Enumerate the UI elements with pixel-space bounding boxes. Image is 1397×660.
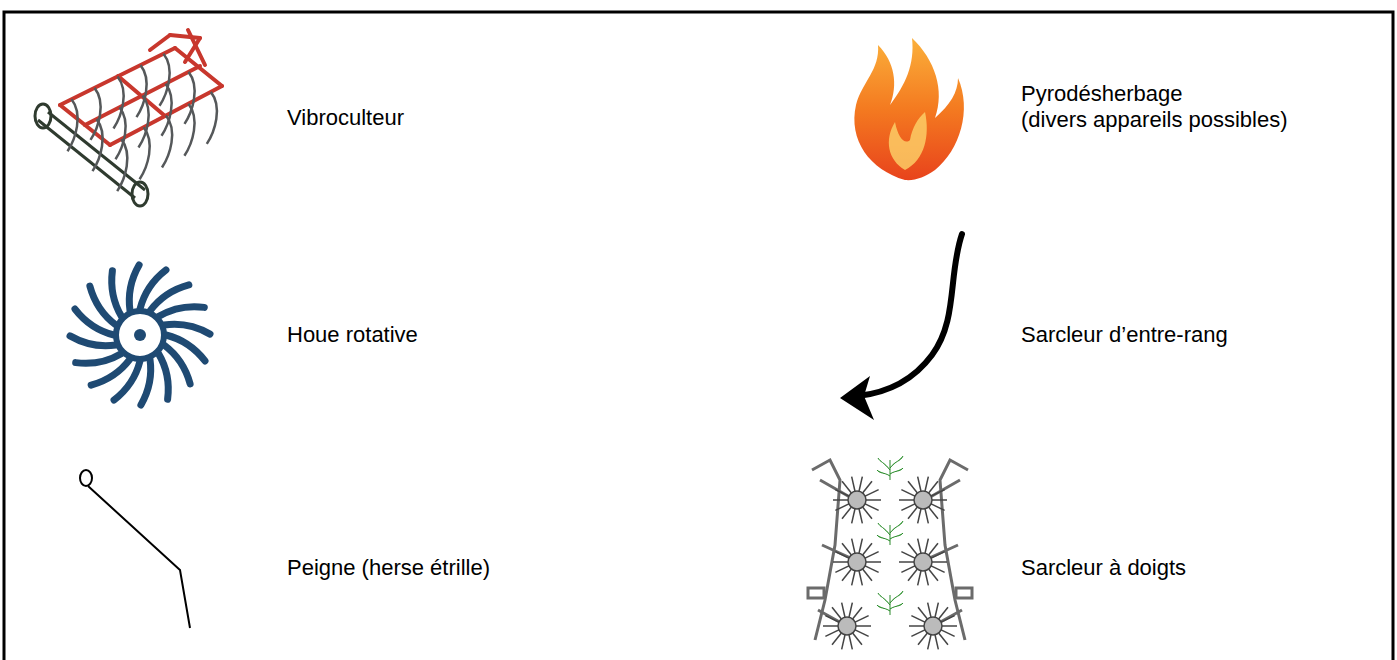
tool-label: Peigne (herse étrille) bbox=[287, 555, 490, 581]
pointer-arrow bbox=[840, 234, 962, 420]
tool-label: Sarcleur à doigts bbox=[1021, 555, 1186, 581]
tool-label: Sarcleur d’entre-rang bbox=[1021, 322, 1228, 348]
flame-icon bbox=[854, 38, 964, 180]
tool-label: (divers appareils possibles) bbox=[1021, 107, 1288, 133]
tool-label: Vibroculteur bbox=[287, 105, 404, 131]
tool-label: Pyrodésherbage bbox=[1021, 81, 1182, 107]
tool-label: Houe rotative bbox=[287, 322, 418, 348]
houe-rotative-icon bbox=[70, 265, 210, 405]
flame-core bbox=[889, 112, 927, 170]
peigne-icon bbox=[80, 470, 190, 628]
frame-border bbox=[4, 12, 1393, 660]
sarcleur-a-doigts-icon bbox=[808, 456, 972, 649]
vibroculteur-icon bbox=[35, 30, 222, 206]
